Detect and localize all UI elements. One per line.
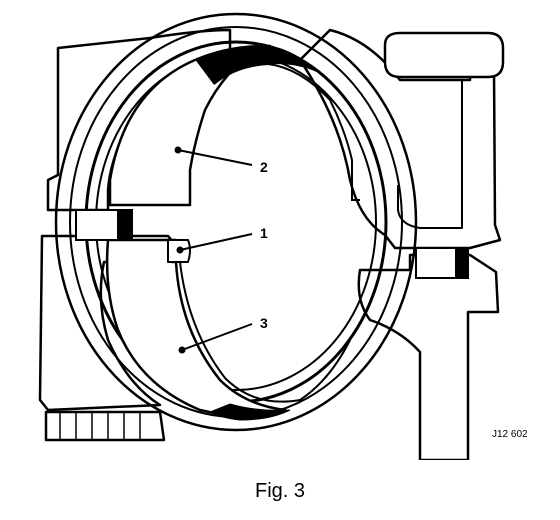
callout-labels: 2 1 3 [260, 159, 268, 331]
callout-label-3: 3 [260, 315, 268, 331]
joint-blocks [75, 209, 469, 279]
callout-label-2: 2 [260, 159, 268, 175]
figure-caption: Fig. 3 [254, 480, 306, 502]
figure-reference-code: J12 602 [492, 429, 528, 440]
callout-label-1: 1 [260, 225, 268, 241]
lower-bearing-shell [105, 238, 351, 421]
callout-leaders [174, 146, 253, 354]
bearing-shell-diagram: 2 1 3 J12 602 [38, 12, 528, 460]
lower-housing [38, 234, 500, 460]
upper-bearing-shell [108, 44, 360, 207]
